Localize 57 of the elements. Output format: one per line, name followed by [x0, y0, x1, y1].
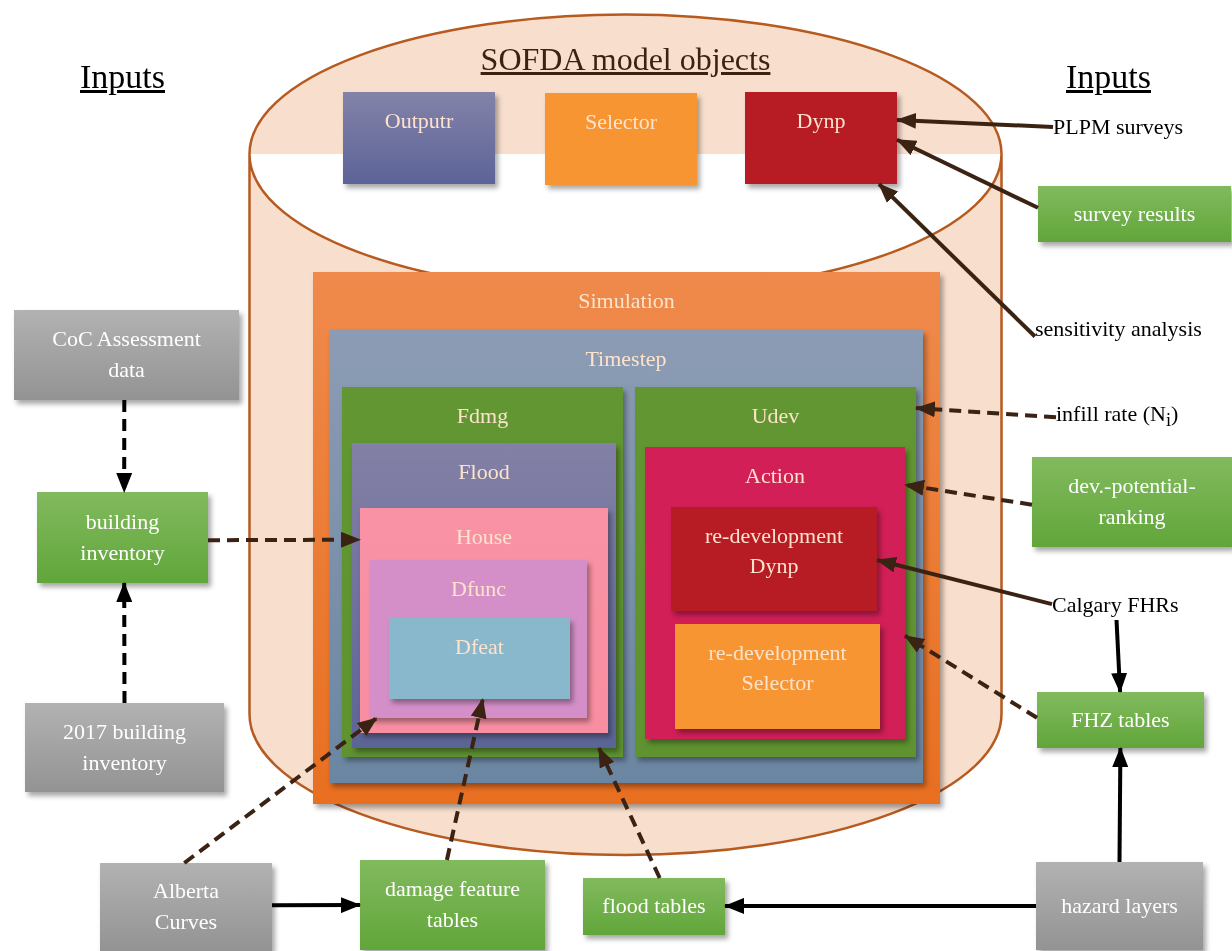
arrow	[208, 531, 361, 548]
container-box	[645, 447, 905, 739]
input-box: damage feature tables	[360, 860, 545, 950]
input-label: infill rate (N$_{i}$)	[1056, 399, 1179, 436]
box-label: Timestep	[584, 345, 668, 373]
arrow	[724, 897, 1036, 914]
box-label: Udev	[750, 402, 801, 430]
input-label: sensitivity analysis	[1035, 314, 1202, 344]
arrow	[876, 556, 1053, 607]
container-box	[370, 560, 587, 718]
object-box: Dfeat	[389, 618, 570, 699]
box-label: Flood	[457, 458, 511, 486]
arrow	[1112, 747, 1129, 862]
arrow	[877, 182, 1037, 338]
input-box: FHZ tables	[1037, 692, 1204, 748]
container-box	[313, 272, 940, 804]
cylinder	[248, 13, 1003, 856]
object-box: Outputr	[343, 92, 495, 184]
arrow	[915, 401, 1057, 420]
container-box	[329, 330, 923, 783]
container-box	[342, 387, 623, 757]
input-label: PLPM surveys	[1053, 112, 1184, 142]
container-box	[352, 443, 616, 748]
input-box: hazard layers	[1036, 862, 1203, 950]
arrow	[116, 582, 133, 703]
input-box: building inventory	[37, 492, 208, 583]
arrow	[183, 716, 378, 865]
cylinder-title: SOFDA model objects	[479, 41, 772, 78]
arrow	[444, 698, 487, 861]
input-box: 2017 building inventory	[25, 703, 224, 792]
object-box: re-development Selector	[675, 624, 880, 729]
object-box: re-development Dynp	[671, 507, 877, 611]
box-label: Simulation	[577, 287, 676, 315]
arrow	[1111, 619, 1128, 693]
arrow	[896, 112, 1054, 129]
arrow	[903, 634, 1039, 720]
container-box	[360, 508, 608, 733]
box-label: Fdmg	[455, 402, 510, 430]
arrow	[904, 479, 1033, 507]
object-box: Dynp	[745, 92, 897, 184]
input-box: survey results	[1038, 186, 1231, 242]
input-box: Alberta Curves	[100, 863, 272, 951]
box-label: Dfunc	[450, 575, 507, 603]
input-label: Calgary FHRs	[1052, 590, 1179, 620]
input-box: dev.-potential-ranking	[1032, 457, 1232, 547]
arrow	[597, 747, 662, 879]
arrow	[272, 897, 361, 914]
box-label: House	[454, 523, 514, 551]
box-label: Action	[744, 462, 806, 490]
container-box	[635, 387, 916, 757]
section-heading: Inputs	[80, 58, 165, 96]
arrow	[116, 400, 133, 493]
input-box: CoC Assessment data	[14, 310, 239, 400]
section-heading: Inputs	[1066, 58, 1151, 96]
arrow	[896, 138, 1039, 210]
object-box: Selector	[545, 93, 697, 185]
input-box: flood tables	[583, 878, 725, 935]
